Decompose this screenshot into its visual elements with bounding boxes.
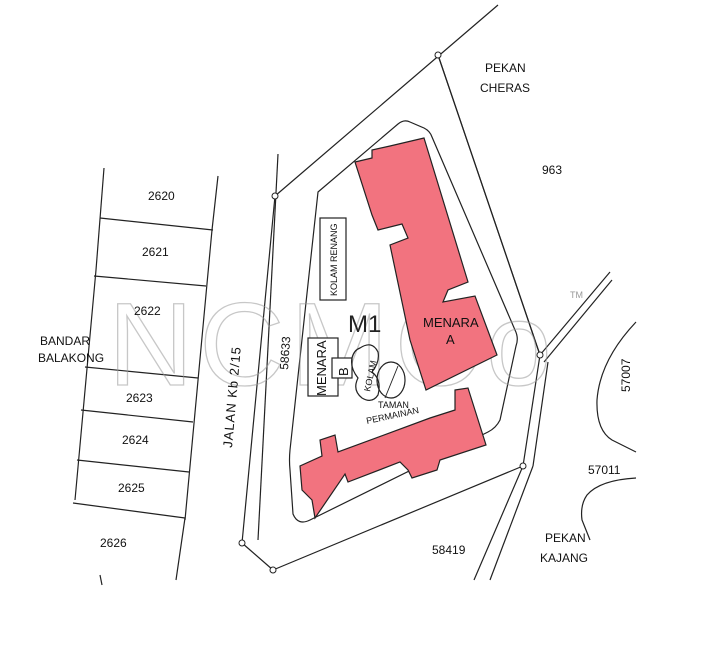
lot-2620: 2620 <box>148 189 175 203</box>
right-lots <box>580 321 637 541</box>
area-labels: PEKAN CHERAS PEKAN KAJANG BANDAR BALAKON… <box>38 61 588 565</box>
lot-2624: 2624 <box>122 433 149 447</box>
lot-2623: 2623 <box>126 391 153 405</box>
area-pekan-kajang-2: KAJANG <box>540 551 588 565</box>
lot-2621: 2621 <box>142 245 169 259</box>
menara-a-label-2: A <box>446 332 455 347</box>
lot-58633: 58633 <box>277 336 293 371</box>
taman-label-1: TAMAN <box>378 400 409 410</box>
lot-57011: 57011 <box>588 463 621 477</box>
boundary-nodes <box>238 51 544 574</box>
left-lots <box>72 167 219 586</box>
kolam-renang-label: KOLAM RENANG <box>329 223 339 296</box>
menara-b-label-1: MENARA <box>314 340 329 396</box>
lot-963: 963 <box>542 163 562 177</box>
area-bandar-balakong-1: BANDAR <box>40 334 90 348</box>
menara-a-label-1: MENARA <box>423 315 479 330</box>
lower-wing-building <box>299 387 487 520</box>
area-pekan-kajang-1: PEKAN <box>545 531 586 545</box>
lot-2622: 2622 <box>134 304 161 318</box>
lot-58419: 58419 <box>432 543 466 557</box>
menara-a-building <box>354 137 498 391</box>
svg-text:TM: TM <box>570 290 583 300</box>
kolam-pool <box>351 344 380 401</box>
boundary-lines <box>241 4 613 581</box>
site-inner-boundary <box>288 120 518 523</box>
lot-57007: 57007 <box>619 358 633 392</box>
lot-labels: 963 2620 2621 2622 2623 2624 2625 2626 5… <box>100 163 633 557</box>
kolam-renang-pool <box>319 217 347 301</box>
menara-b-label-2: B <box>336 367 351 376</box>
area-bandar-balakong-2: BALAKONG <box>38 351 104 365</box>
playground-area <box>376 361 406 399</box>
site-label: M1 <box>348 311 381 338</box>
area-pekan-cheras-1: PEKAN <box>485 61 526 75</box>
area-pekan-cheras-2: CHERAS <box>480 81 530 95</box>
lot-2626: 2626 <box>100 536 127 550</box>
lot-2625: 2625 <box>118 481 145 495</box>
